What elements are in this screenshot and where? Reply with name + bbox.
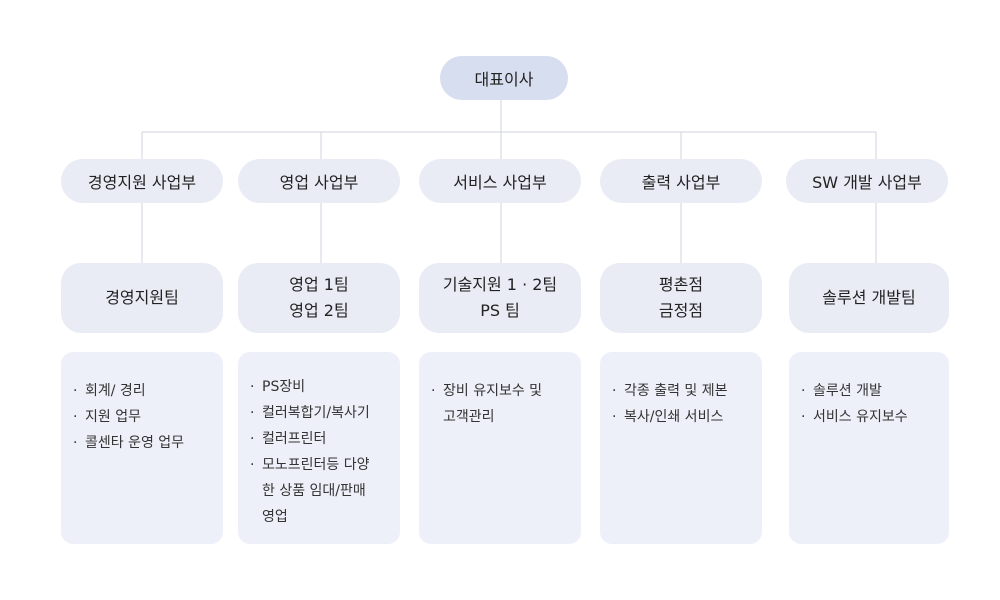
team-node-sw-dev: 솔루션 개발팀: [789, 263, 949, 333]
duty-box-service: 장비 유지보수 및 고객관리: [419, 352, 581, 544]
team-label: 평촌점: [658, 275, 704, 294]
team-node-management: 경영지원팀: [61, 263, 223, 333]
duty-item: 콜센타 운영 업무: [73, 430, 213, 456]
division-label: SW 개발 사업부: [812, 173, 922, 192]
ceo-node: 대표이사: [440, 56, 568, 100]
duty-item: 컬러프린터: [250, 426, 390, 452]
team-label: 영업 2팀: [289, 301, 349, 320]
duty-box-sw-dev: 솔루션 개발 서비스 유지보수: [789, 352, 949, 544]
team-node-sales: 영업 1팀 영업 2팀: [238, 263, 400, 333]
division-label: 서비스 사업부: [453, 173, 547, 192]
division-node-print: 출력 사업부: [600, 159, 762, 203]
team-label: 경영지원팀: [105, 288, 179, 307]
duty-item: PS장비: [250, 374, 390, 400]
ceo-label: 대표이사: [474, 70, 534, 89]
division-node-service: 서비스 사업부: [419, 159, 581, 203]
duty-item: 솔루션 개발: [801, 378, 939, 404]
division-node-management: 경영지원 사업부: [61, 159, 223, 203]
team-node-print: 평촌점 금정점: [600, 263, 762, 333]
team-label: 영업 1팀: [289, 275, 349, 294]
duty-item: 각종 출력 및 제본: [612, 378, 752, 404]
division-label: 출력 사업부: [641, 173, 721, 192]
duty-item: 지원 업무: [73, 404, 213, 430]
division-node-sw-dev: SW 개발 사업부: [786, 159, 948, 203]
team-node-service: 기술지원 1 · 2팀 PS 팀: [419, 263, 581, 333]
duty-item: 모노프린터등 다양한 상품 임대/판매영업: [250, 452, 372, 530]
division-label: 경영지원 사업부: [87, 173, 197, 192]
duty-item: 복사/인쇄 서비스: [612, 404, 752, 430]
duty-box-sales: PS장비 컬러복합기/복사기 컬러프린터 모노프린터등 다양한 상품 임대/판매…: [238, 352, 400, 544]
duty-item: 컬러복합기/복사기: [250, 400, 390, 426]
duty-item: 회계/ 경리: [73, 378, 213, 404]
duty-item: 장비 유지보수 및 고객관리: [431, 378, 543, 430]
team-label: 금정점: [658, 301, 704, 320]
division-label: 영업 사업부: [279, 173, 359, 192]
duty-box-management: 회계/ 경리 지원 업무 콜센타 운영 업무: [61, 352, 223, 544]
team-label: 기술지원 1 · 2팀: [442, 275, 558, 294]
team-label: PS 팀: [480, 301, 520, 320]
duty-box-print: 각종 출력 및 제본 복사/인쇄 서비스: [600, 352, 762, 544]
team-label: 솔루션 개발팀: [822, 288, 916, 307]
duty-item: 서비스 유지보수: [801, 404, 939, 430]
division-node-sales: 영업 사업부: [238, 159, 400, 203]
